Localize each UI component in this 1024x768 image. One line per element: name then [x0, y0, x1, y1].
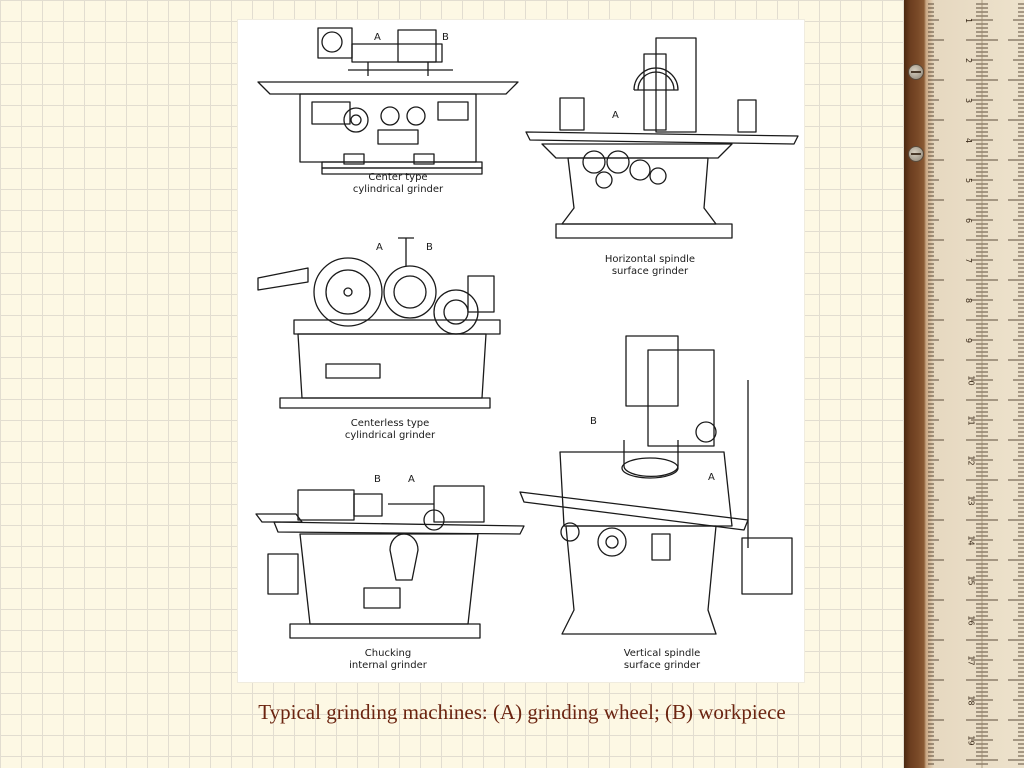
chucking-internal-grinder-drawing: [255, 485, 525, 639]
part-letter-a: A: [376, 242, 383, 253]
part-letter-b: B: [442, 32, 449, 43]
part-letter-b: B: [590, 416, 597, 427]
ruler-number: 10: [966, 375, 976, 386]
figure-panel: A B A A B B A B A Center type cylindrica…: [238, 20, 804, 682]
ruler-number: 11: [966, 415, 976, 426]
ruler-number: 14: [966, 535, 976, 546]
figure-caption: Typical grinding machines: (A) grinding …: [258, 700, 786, 724]
ruler-number: 1: [964, 17, 974, 24]
ruler-number: 8: [964, 297, 974, 304]
centerless-grinder-drawing: [257, 237, 501, 409]
ruler-number: 2: [964, 57, 974, 64]
ruler-number: 15: [966, 575, 976, 586]
machine-label: Chucking internal grinder: [349, 648, 427, 671]
screw-icon: [908, 64, 924, 80]
center-type-grinder-drawing: [257, 27, 519, 175]
ruler-number: 19: [966, 735, 976, 746]
ruler-number: 13: [966, 495, 976, 506]
ruler-number: 16: [966, 615, 976, 626]
machine-label: Vertical spindle surface grinder: [623, 648, 701, 671]
ruler-number: 17: [966, 655, 976, 666]
ruler-number: 6: [964, 217, 974, 224]
part-letter-a: A: [612, 110, 619, 121]
ruler-number: 12: [966, 455, 976, 466]
ruler-number: 7: [964, 257, 974, 264]
ruler-number: 4: [964, 137, 974, 144]
ruler-number: 5: [964, 177, 974, 184]
screw-icon: [908, 146, 924, 162]
ruler-number: 18: [966, 695, 976, 706]
part-letter-b: B: [374, 474, 381, 485]
machine-label: Horizontal spindle surface grinder: [604, 254, 696, 277]
grinding-machines-drawing: [255, 27, 799, 639]
horizontal-spindle-grinder-drawing: [525, 37, 799, 239]
ruler-number: 3: [964, 97, 974, 104]
machine-label: Center type cylindrical grinder: [352, 172, 444, 195]
part-letter-a: A: [708, 472, 715, 483]
ruler-ticks: [928, 0, 1024, 768]
machine-label: Centerless type cylindrical grinder: [344, 418, 436, 441]
part-letter-a: A: [408, 474, 415, 485]
part-letter-a: A: [374, 32, 381, 43]
vertical-spindle-grinder-drawing: [519, 335, 793, 635]
ruler-number: 9: [964, 337, 974, 344]
part-letter-b: B: [426, 242, 433, 253]
